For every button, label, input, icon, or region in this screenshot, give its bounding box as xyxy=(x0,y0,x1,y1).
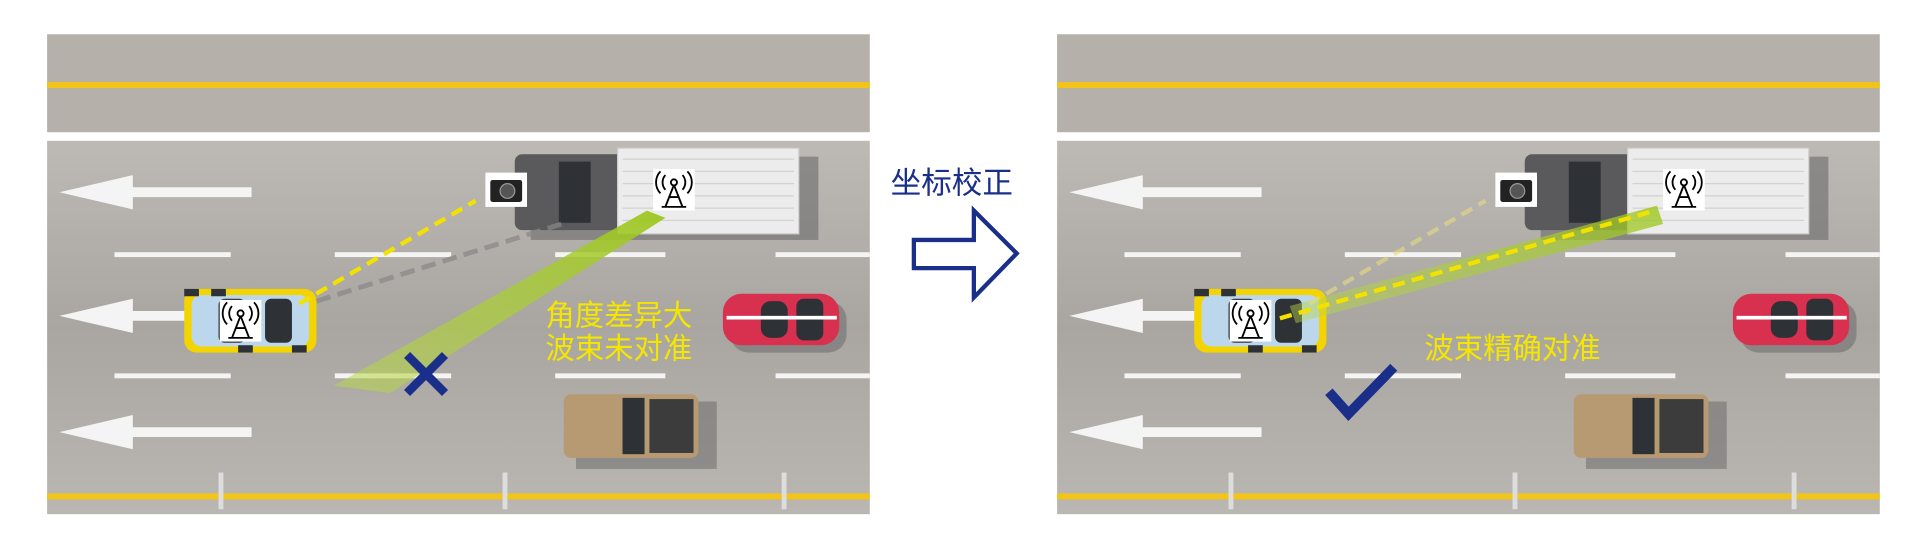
cross-icon xyxy=(404,351,449,397)
transition: 坐标校正 xyxy=(891,166,1020,303)
checkmark-icon xyxy=(1325,363,1398,421)
label-beam-misaligned: 波束未对准 xyxy=(545,332,692,366)
left-panel-misaligned: 角度差异大 波束未对准 xyxy=(46,33,871,515)
right-panel-aligned: 波束精确对准 xyxy=(1056,33,1881,515)
label-beam-aligned: 波束精确对准 xyxy=(1424,332,1600,366)
coordinate-correction-label: 坐标校正 xyxy=(891,166,1013,201)
truck-antenna-icon xyxy=(652,168,696,212)
vehicle-antenna-icon xyxy=(1228,299,1273,343)
truck-antenna-icon xyxy=(1662,168,1706,212)
vehicle-antenna-icon xyxy=(218,299,263,343)
misaligned-beam xyxy=(333,210,666,393)
camera-icon xyxy=(484,172,528,208)
label-angle-difference: 角度差异大 xyxy=(545,299,692,333)
arrow-right-icon xyxy=(911,205,1020,303)
camera-link-arrow xyxy=(298,198,477,306)
aligned-link-arrow xyxy=(1279,209,1652,321)
camera-icon xyxy=(1494,172,1538,208)
